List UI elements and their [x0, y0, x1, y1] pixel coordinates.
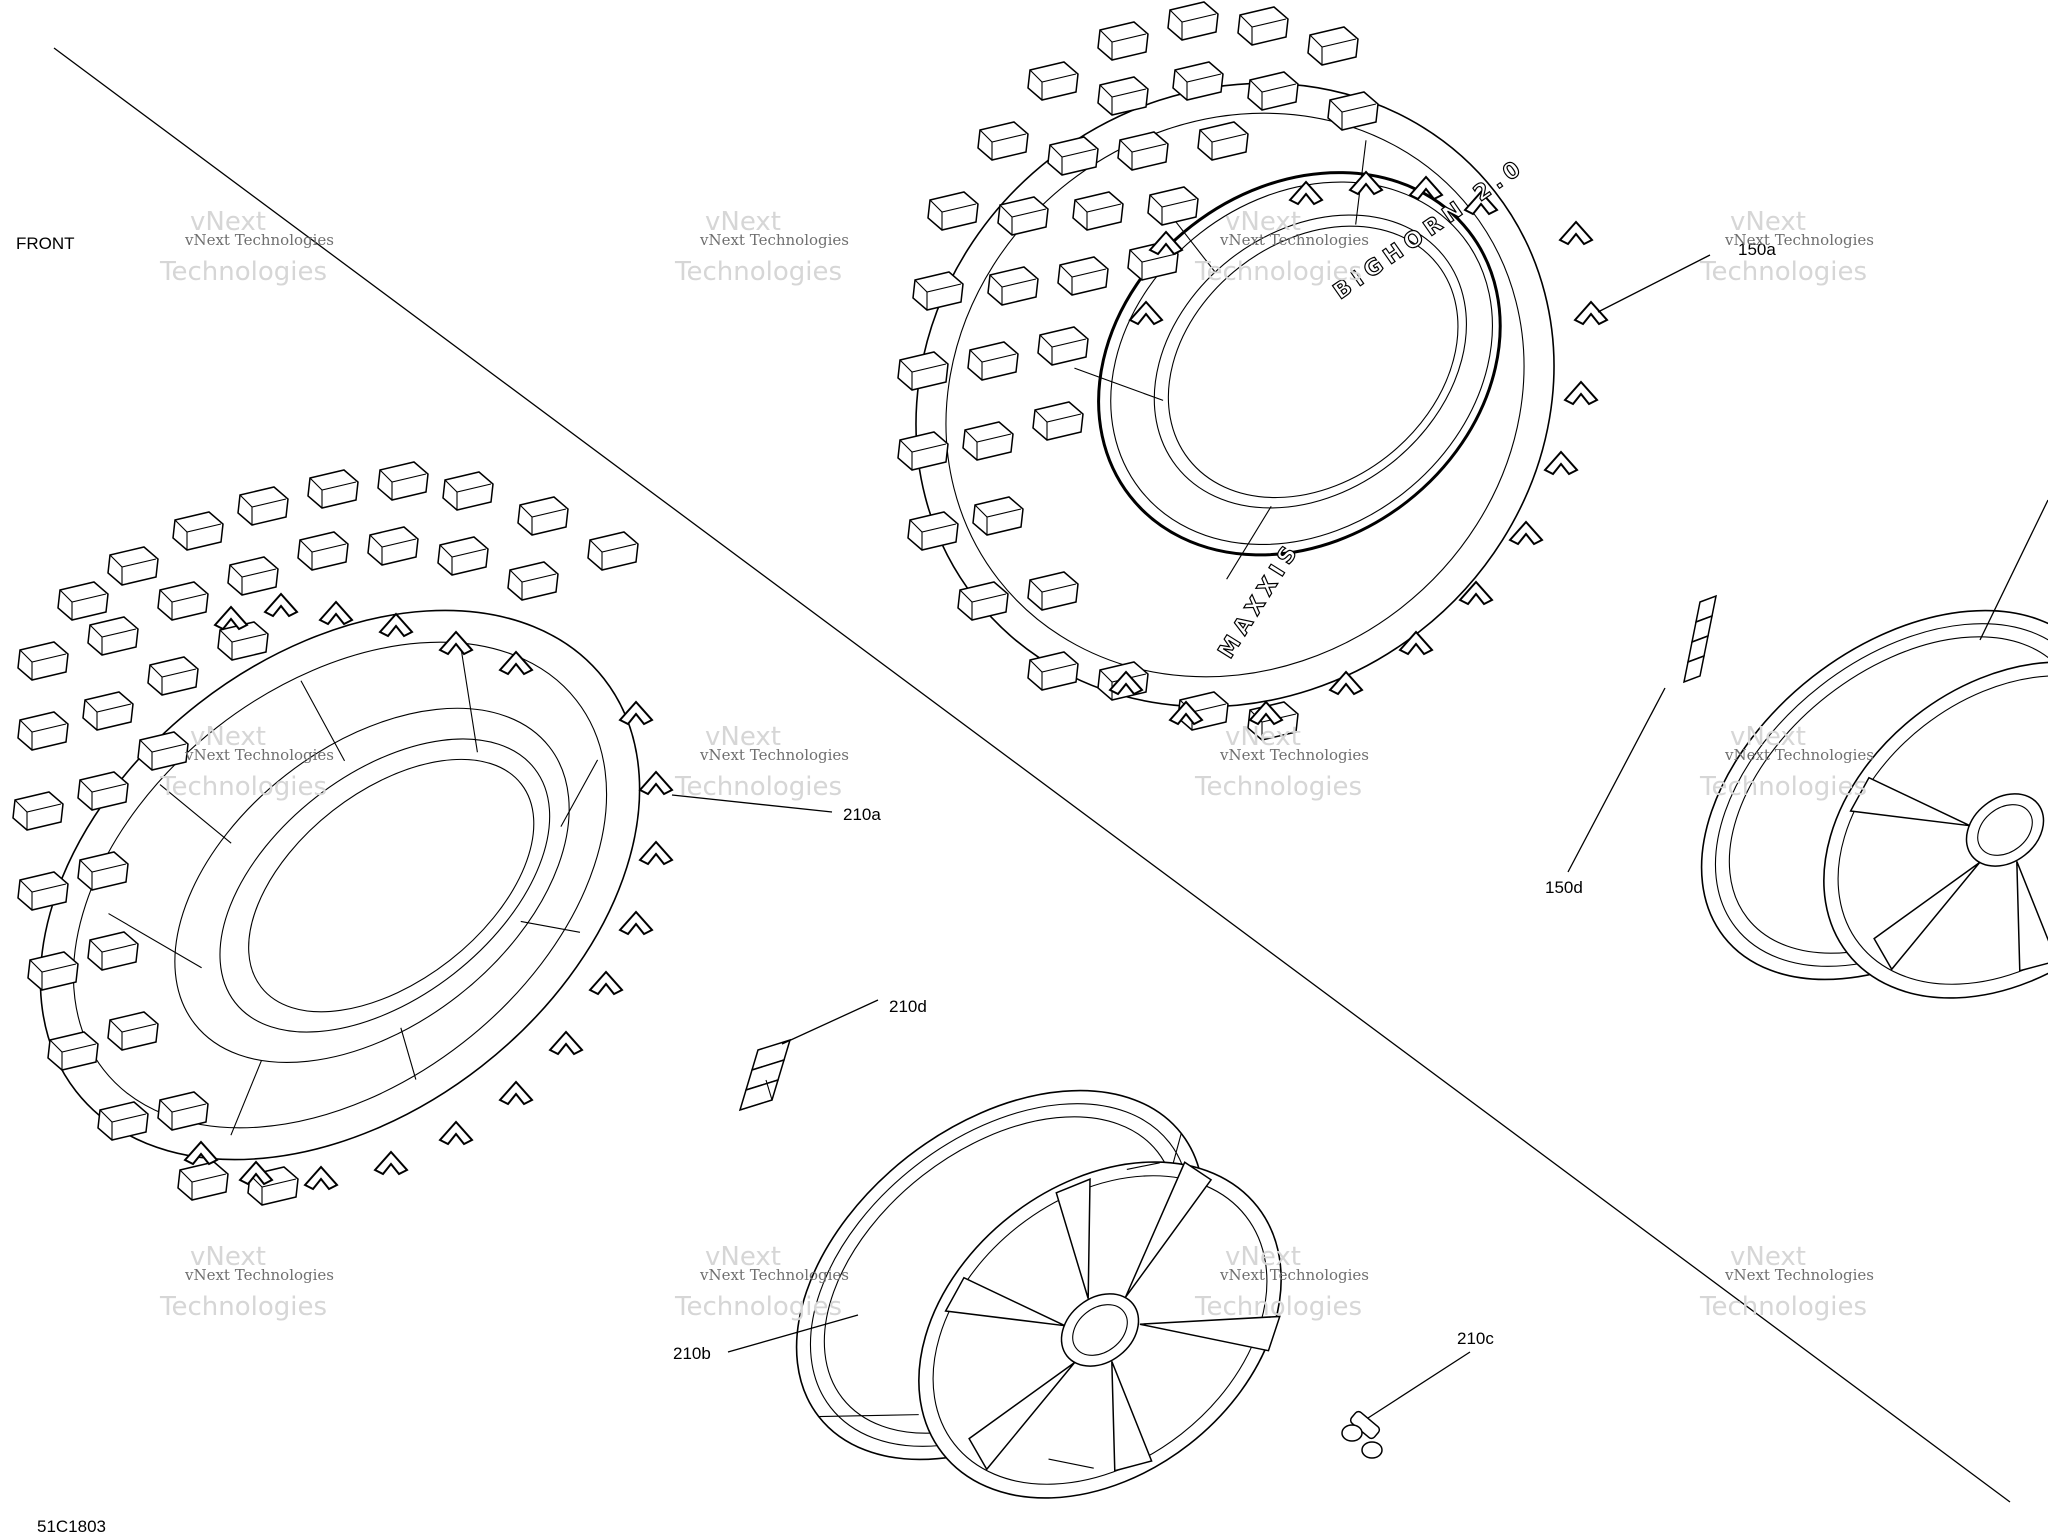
callout-210d: 210d: [889, 997, 927, 1016]
watermark-9: Technologies vNext vNext Technologies: [159, 1242, 334, 1322]
svg-text:Technologies: Technologies: [674, 257, 842, 287]
svg-text:Technologies: Technologies: [1699, 257, 1867, 287]
watermark-5: Technologies vNext vNext Technologies: [159, 722, 334, 802]
leader-line-150d: [1567, 687, 1666, 873]
callout-210b: 210b: [673, 1344, 711, 1363]
svg-text:Technologies: Technologies: [159, 257, 327, 287]
callout-150d: 150d: [1545, 878, 1583, 897]
watermark-1: Technologies vNext vNext Technologies: [159, 207, 334, 287]
watermark-7: Technologies vNext vNext Technologies: [1194, 722, 1369, 802]
svg-text:vNext Technologies: vNext Technologies: [184, 1266, 334, 1284]
callout-210c: 210c: [1457, 1329, 1494, 1348]
svg-text:vNext: vNext: [190, 1242, 266, 1272]
svg-text:vNext: vNext: [190, 722, 266, 752]
svg-text:vNext: vNext: [705, 207, 781, 237]
svg-text:Technologies: Technologies: [1699, 772, 1867, 802]
svg-text:vNext: vNext: [1225, 1242, 1301, 1272]
svg-text:vNext: vNext: [705, 722, 781, 752]
svg-text:Technologies: Technologies: [1194, 257, 1362, 287]
leader-line-210d: [781, 999, 879, 1045]
svg-text:vNext Technologies: vNext Technologies: [1219, 746, 1369, 764]
svg-text:vNext: vNext: [1730, 207, 1806, 237]
svg-text:vNext Technologies: vNext Technologies: [699, 746, 849, 764]
svg-text:Technologies: Technologies: [674, 1292, 842, 1322]
svg-text:Technologies: Technologies: [1194, 1292, 1362, 1322]
svg-text:vNext: vNext: [705, 1242, 781, 1272]
svg-text:Technologies: Technologies: [674, 772, 842, 802]
svg-text:vNext Technologies: vNext Technologies: [1219, 231, 1369, 249]
watermark-6: Technologies vNext vNext Technologies: [674, 722, 849, 802]
svg-text:vNext Technologies: vNext Technologies: [184, 231, 334, 249]
svg-text:Technologies: Technologies: [1194, 772, 1362, 802]
watermark-12: Technologies vNext vNext Technologies: [1699, 1242, 1874, 1322]
svg-text:vNext: vNext: [1730, 1242, 1806, 1272]
rear-balance-weight: [1682, 594, 1718, 684]
watermark-8: Technologies vNext vNext Technologies: [1699, 722, 1874, 802]
front-label: FRONT: [16, 234, 75, 253]
leader-line-210b: [727, 1314, 859, 1353]
callout-210a: 210a: [843, 805, 881, 824]
front-wheel-rim: [795, 1089, 1282, 1499]
svg-text:vNext: vNext: [1225, 207, 1301, 237]
front-divider-line: [53, 47, 2011, 1503]
svg-text:vNext Technologies: vNext Technologies: [1219, 1266, 1369, 1284]
svg-text:Technologies: Technologies: [1699, 1292, 1867, 1322]
svg-text:vNext: vNext: [1225, 722, 1301, 752]
svg-text:vNext Technologies: vNext Technologies: [184, 746, 334, 764]
callout-150a: 150a: [1738, 240, 1776, 259]
svg-text:vNext Technologies: vNext Technologies: [699, 1266, 849, 1284]
watermark-4: Technologies vNext vNext Technologies: [1699, 207, 1874, 287]
leader-line-210c: [1367, 1351, 1471, 1419]
watermark-3: Technologies vNext vNext Technologies: [1194, 207, 1369, 287]
rear-wheel-rim: [1700, 609, 2048, 999]
leader-line-150a: [1597, 254, 1711, 313]
svg-text:vNext Technologies: vNext Technologies: [699, 231, 849, 249]
front-balance-weight: [738, 1038, 792, 1112]
leader-line-150b: [1979, 499, 2048, 641]
watermark-10: Technologies vNext vNext Technologies: [674, 1242, 849, 1322]
svg-text:vNext Technologies: vNext Technologies: [1724, 1266, 1874, 1284]
svg-text:Technologies: Technologies: [159, 772, 327, 802]
watermark-2: Technologies vNext vNext Technologies: [674, 207, 849, 287]
svg-text:vNext Technologies: vNext Technologies: [1724, 746, 1874, 764]
watermark-11: Technologies vNext vNext Technologies: [1194, 1242, 1369, 1322]
valve-stem: [1341, 1410, 1383, 1459]
svg-text:vNext Technologies: vNext Technologies: [1724, 231, 1874, 249]
svg-text:vNext: vNext: [1730, 722, 1806, 752]
front-tire: [12, 461, 673, 1206]
rear-tire: MAXXIS BIGHORN 2.0: [897, 1, 1608, 741]
svg-text:vNext: vNext: [190, 207, 266, 237]
svg-text:Technologies: Technologies: [159, 1292, 327, 1322]
drawing-number: 51C1803: [37, 1517, 106, 1536]
leader-line-210a: [671, 794, 833, 813]
